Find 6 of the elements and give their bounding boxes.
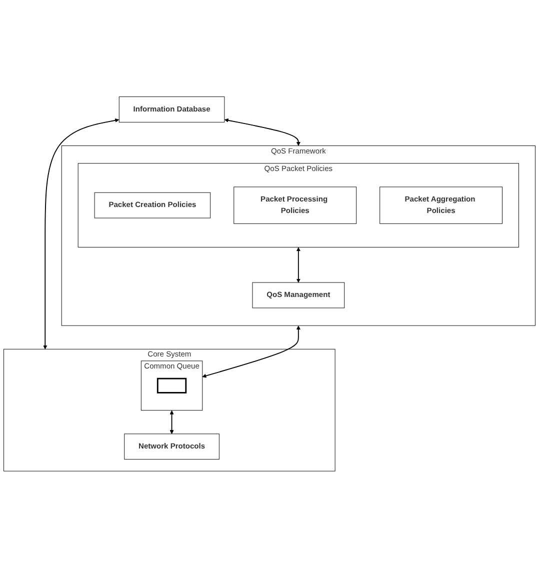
arrow — [202, 326, 300, 378]
node-bar — [156, 378, 187, 394]
arrow — [43, 118, 120, 350]
arrow — [296, 247, 300, 283]
arrow — [224, 118, 300, 146]
arrow — [170, 410, 174, 434]
